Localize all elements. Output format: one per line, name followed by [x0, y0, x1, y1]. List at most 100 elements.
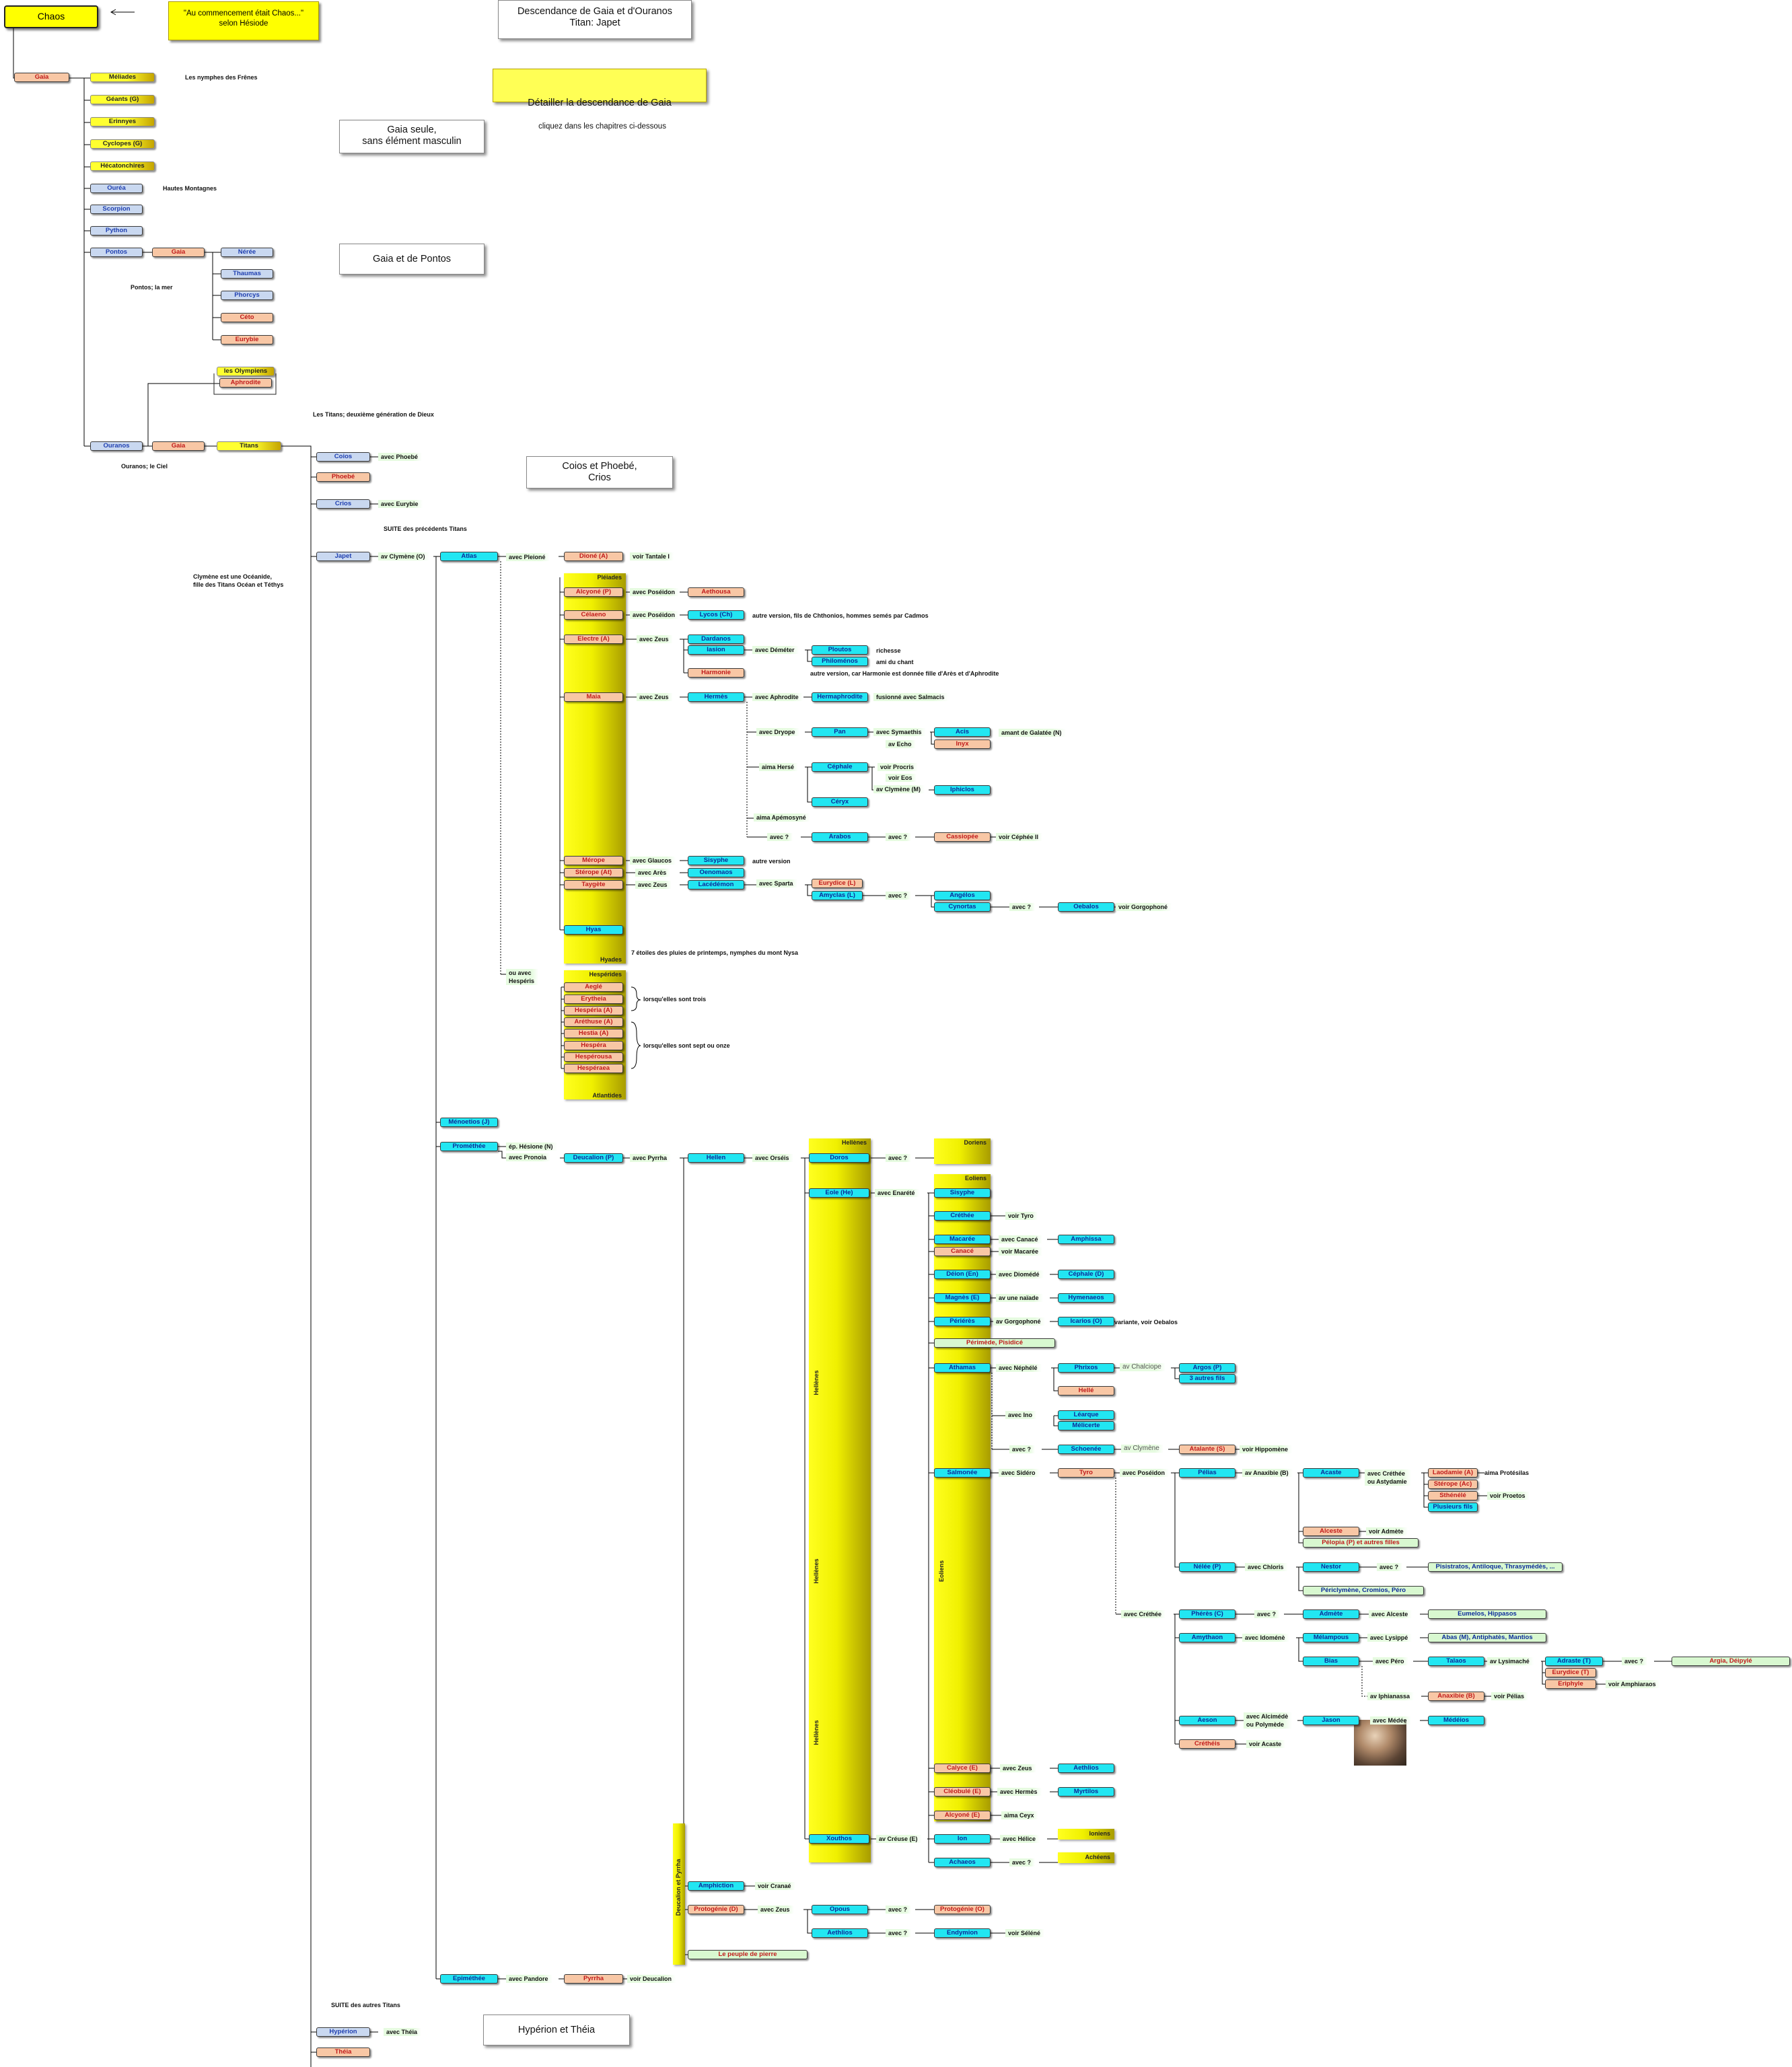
person-opous[interactable]: Opous — [812, 1905, 868, 1914]
link-hyperion-theia[interactable]: Hypérion et Théia — [483, 2015, 630, 2045]
person-phoebe[interactable]: Phoebé — [316, 472, 370, 482]
person-dardanos[interactable]: Dardanos — [688, 634, 744, 644]
person-cassiopee[interactable]: Cassiopée — [934, 832, 991, 842]
person-titans[interactable]: Titans — [217, 441, 281, 451]
person-perieres[interactable]: Périérès — [934, 1317, 991, 1326]
person-magnes[interactable]: Magnès (E) — [934, 1293, 991, 1303]
person-ceto[interactable]: Céto — [221, 313, 273, 322]
person-gaia1[interactable]: Gaia — [14, 73, 69, 82]
person-crethee1[interactable]: Créthée — [934, 1211, 991, 1221]
person-aphrodite[interactable]: Aphrodite — [219, 378, 272, 388]
person-aegle[interactable]: Aeglé — [564, 982, 623, 992]
person-epimethee[interactable]: Epiméthée — [440, 1974, 498, 1984]
person-arabos[interactable]: Arabos — [812, 832, 868, 842]
person-theia[interactable]: Théia — [316, 2047, 370, 2057]
person-protogenie1[interactable]: Protogénie (D) — [688, 1905, 744, 1914]
person-aethlios1[interactable]: Aethlios — [1058, 1764, 1114, 1773]
person-medeios[interactable]: Médéios — [1428, 1716, 1484, 1725]
person-alceste1[interactable]: Alceste — [1303, 1527, 1359, 1536]
person-periclymene[interactable]: Périclymène, Cromios, Péro — [1303, 1586, 1424, 1595]
person-cyclopes[interactable]: Cyclopes (G) — [90, 139, 155, 149]
person-erytheia[interactable]: Erytheia — [564, 994, 623, 1004]
person-harmonie[interactable]: Harmonie — [688, 668, 744, 678]
person-melampous[interactable]: Mélampous — [1303, 1633, 1359, 1642]
person-coios[interactable]: Coios — [316, 452, 370, 462]
person-hymenaeos[interactable]: Hymenaeos — [1058, 1293, 1114, 1303]
person-eole[interactable]: Eole (He) — [809, 1188, 869, 1198]
person-iphiclos[interactable]: Iphiclos — [934, 785, 991, 795]
person-hespera[interactable]: Hespéra — [564, 1041, 623, 1050]
person-hestia[interactable]: Hestia (A) — [564, 1029, 623, 1038]
person-salmonee[interactable]: Salmonée — [934, 1468, 991, 1478]
person-amyclas[interactable]: Amyclas (L) — [812, 891, 863, 900]
person-atalante[interactable]: Atalante (S) — [1179, 1445, 1235, 1454]
person-plusieurs[interactable]: Plusieurs fils — [1428, 1502, 1478, 1512]
chaos-node[interactable]: Chaos — [4, 5, 98, 28]
person-oenomaos[interactable]: Oenomaos — [688, 868, 744, 877]
person-angelos[interactable]: Angélos — [934, 891, 991, 900]
person-pisistratos[interactable]: Pisistratos, Antiloque, Thrasymédès, ... — [1428, 1562, 1563, 1572]
person-gaia2[interactable]: Gaia — [152, 248, 205, 257]
person-olympiens[interactable]: les Olympiens — [217, 367, 275, 376]
person-pheres[interactable]: Phérès (C) — [1179, 1609, 1235, 1619]
person-aethlios2[interactable]: Aethlios — [812, 1928, 868, 1938]
person-eumelos[interactable]: Eumelos, Hippasos — [1428, 1609, 1546, 1619]
person-sisyphe1[interactable]: Sisyphe — [688, 856, 744, 865]
person-tyro[interactable]: Tyro — [1058, 1468, 1114, 1478]
person-sterope[interactable]: Stérope (At) — [564, 868, 623, 877]
person-taygete[interactable]: Taygète — [564, 880, 623, 890]
person-deucalion[interactable]: Deucalion (P) — [564, 1153, 623, 1163]
person-sthenele[interactable]: Sthénélé — [1428, 1491, 1478, 1500]
person-cephale[interactable]: Céphale — [812, 762, 868, 772]
person-helle[interactable]: Hellé — [1058, 1386, 1114, 1395]
person-phrixos[interactable]: Phrixos — [1058, 1363, 1114, 1373]
person-meliades[interactable]: Méliades — [90, 73, 155, 82]
person-anaxibieB[interactable]: Anaxibie (B) — [1428, 1692, 1484, 1701]
person-hermes[interactable]: Hermès — [688, 692, 744, 702]
person-pan[interactable]: Pan — [812, 727, 868, 737]
person-maia[interactable]: Maia — [564, 692, 623, 702]
person-aethousa[interactable]: Aethousa — [688, 587, 744, 597]
person-ouranos[interactable]: Ouranos — [90, 441, 143, 451]
person-amphissa[interactable]: Amphissa — [1058, 1235, 1114, 1244]
person-alcyoneE[interactable]: Alcyoné (E) — [934, 1811, 991, 1820]
person-merope[interactable]: Mérope — [564, 856, 623, 865]
person-hellen[interactable]: Hellen — [688, 1153, 744, 1163]
person-oebalos[interactable]: Oebalos — [1058, 902, 1114, 912]
person-acaste1[interactable]: Acaste — [1303, 1468, 1359, 1478]
person-inyx[interactable]: Inyx — [934, 739, 991, 749]
person-jason[interactable]: Jason — [1303, 1716, 1359, 1725]
person-erinnyes[interactable]: Erinnyes — [90, 117, 155, 126]
person-eurybie[interactable]: Eurybie — [221, 335, 273, 344]
person-iasion[interactable]: Iasion — [688, 645, 744, 655]
person-pontos[interactable]: Pontos — [90, 248, 143, 257]
person-bias[interactable]: Bias — [1303, 1657, 1359, 1666]
person-endymion[interactable]: Endymion — [934, 1928, 991, 1938]
person-sisyphe2[interactable]: Sisyphe — [934, 1188, 991, 1198]
person-schoenee[interactable]: Schoenée — [1058, 1445, 1114, 1454]
person-admete[interactable]: Admète — [1303, 1609, 1359, 1619]
person-crios[interactable]: Crios — [316, 499, 370, 509]
person-argia[interactable]: Argia, Déipylé — [1672, 1657, 1790, 1666]
person-gaia3[interactable]: Gaia — [152, 441, 205, 451]
person-scorpion[interactable]: Scorpion — [90, 205, 143, 214]
person-lycos[interactable]: Lycos (Ch) — [688, 610, 744, 620]
person-hyas[interactable]: Hyas — [564, 925, 623, 935]
person-learque[interactable]: Léarque — [1058, 1410, 1114, 1420]
person-peuple[interactable]: Le peuple de pierre — [688, 1950, 808, 1959]
person-philomenos[interactable]: Philoménos — [812, 657, 868, 666]
person-celaeno[interactable]: Célaeno — [564, 610, 623, 620]
person-adraste[interactable]: Adraste (T) — [1545, 1657, 1603, 1666]
person-autres5[interactable]: 3 autres fils — [1179, 1374, 1235, 1383]
person-electre[interactable]: Electre (A) — [564, 634, 623, 644]
person-pyrrha[interactable]: Pyrrha — [564, 1974, 623, 1984]
person-xouthos[interactable]: Xouthos — [809, 1834, 869, 1844]
person-geants[interactable]: Géants (G) — [90, 95, 155, 104]
person-hermaphrodite[interactable]: Hermaphrodite — [812, 692, 868, 702]
person-pelias[interactable]: Pélias — [1179, 1468, 1235, 1478]
person-ourea[interactable]: Ouréa — [90, 184, 143, 193]
person-cephaleD[interactable]: Céphale (D) — [1058, 1270, 1114, 1279]
person-hyperion[interactable]: Hypérion — [316, 2027, 370, 2037]
person-dione[interactable]: Dioné (A) — [564, 552, 623, 561]
person-abas[interactable]: Abas (M), Antiphatès, Mantios — [1428, 1633, 1546, 1642]
